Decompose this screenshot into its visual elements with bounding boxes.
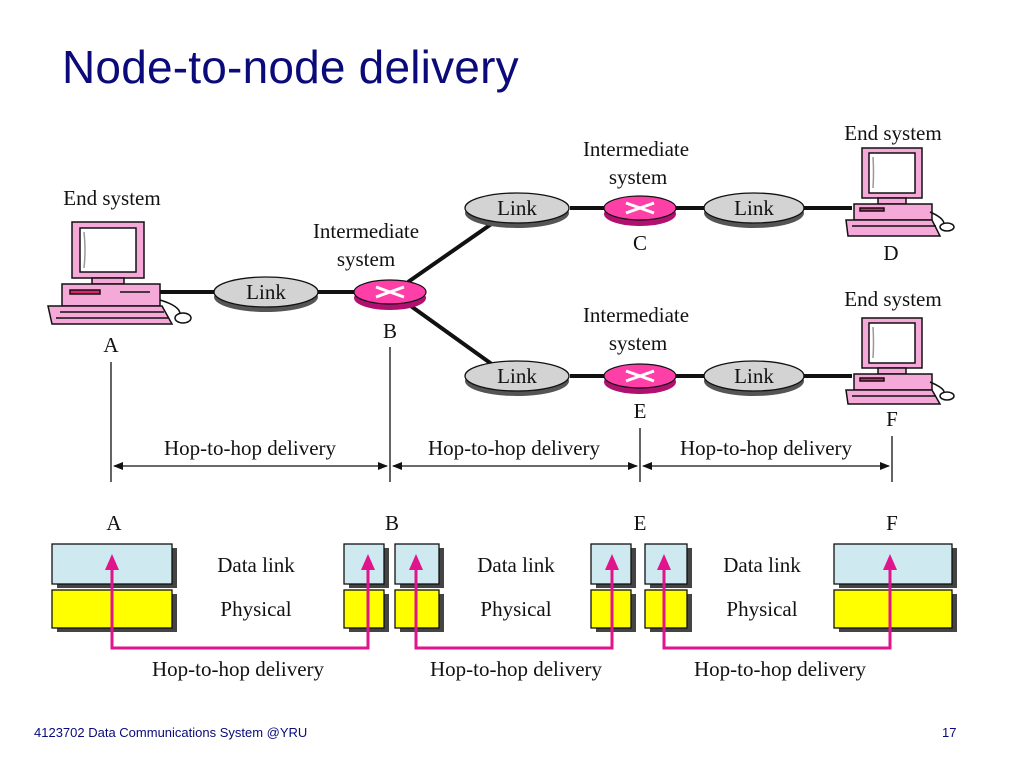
layer-label-data-link-2: Data link	[477, 553, 555, 577]
layer-node-e-label: E	[634, 511, 647, 535]
layer-node-f-label: F	[886, 511, 898, 535]
computer-f-icon	[845, 317, 955, 405]
bottom-hop-label-1: Hop-to-hop delivery	[152, 657, 325, 681]
link-oval-ef: Link	[703, 360, 805, 396]
end-system-f-label: End system	[844, 287, 941, 311]
link-oval-be: Link	[464, 360, 570, 396]
link-ef-label: Link	[734, 364, 774, 388]
link-cd-label: Link	[734, 196, 774, 220]
page-number: 17	[942, 725, 957, 740]
end-system-a-label: End system	[63, 186, 160, 210]
node-f-label: F	[886, 407, 898, 431]
router-e-icon	[603, 363, 677, 394]
link-ab-label: Link	[246, 280, 286, 304]
router-b-icon	[353, 279, 427, 310]
router-c-icon	[603, 195, 677, 226]
b-left-physical-box	[343, 589, 385, 629]
intermediate-c-label-2: system	[609, 165, 667, 189]
layer-label-data-link-1: Data link	[217, 553, 295, 577]
intermediate-c-label-1: Intermediate	[583, 137, 689, 161]
layer-node-b-label: B	[385, 511, 399, 535]
pink-delivery-paths	[110, 568, 892, 650]
link-oval-bc: Link	[464, 192, 570, 228]
intermediate-b-label-1: Intermediate	[313, 219, 419, 243]
end-system-d-label: End system	[844, 121, 941, 145]
intermediate-e-label-2: system	[609, 331, 667, 355]
slide-title: Node-to-node delivery	[62, 41, 519, 93]
footer-course: 4123702 Data Communications System @YRU	[34, 725, 308, 740]
node-c-label: C	[633, 231, 647, 255]
layer-label-data-link-3: Data link	[723, 553, 801, 577]
e-right-data-link-box	[644, 543, 688, 585]
pink-arrowheads	[105, 554, 897, 570]
layer-label-physical-1: Physical	[220, 597, 291, 621]
computer-a-icon	[47, 221, 192, 325]
node-b-label: B	[383, 319, 397, 343]
node-a-label: A	[103, 333, 119, 357]
bottom-hop-label-2: Hop-to-hop delivery	[430, 657, 603, 681]
intermediate-e-label-1: Intermediate	[583, 303, 689, 327]
link-oval-cd: Link	[703, 192, 805, 228]
node-e-label: E	[634, 399, 647, 423]
link-be-label: Link	[497, 364, 537, 388]
link-bc-label: Link	[497, 196, 537, 220]
node-d-label: D	[883, 241, 898, 265]
layer-node-a-label: A	[106, 511, 122, 535]
layer-label-physical-2: Physical	[480, 597, 551, 621]
intermediate-b-label-2: system	[337, 247, 395, 271]
f-physical-box	[833, 589, 953, 629]
layer-label-physical-3: Physical	[726, 597, 797, 621]
network-lines	[160, 206, 852, 378]
hop-guides	[110, 347, 893, 482]
bottom-hop-label-3: Hop-to-hop delivery	[694, 657, 867, 681]
link-oval-ab: Link	[213, 276, 319, 312]
hop-label-ab: Hop-to-hop delivery	[164, 436, 337, 460]
hop-label-be: Hop-to-hop delivery	[428, 436, 601, 460]
e-right-physical-box	[644, 589, 688, 629]
computer-d-icon	[845, 147, 955, 237]
hop-label-ef: Hop-to-hop delivery	[680, 436, 853, 460]
